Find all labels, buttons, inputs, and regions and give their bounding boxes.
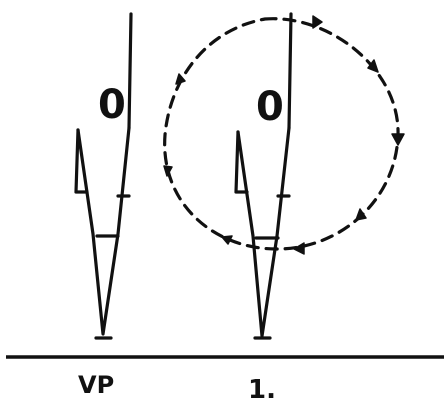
left-figure-flag <box>74 128 89 194</box>
right-figure-digit: 0 <box>256 84 284 130</box>
rotation-arrowhead-lower-left <box>221 235 233 245</box>
right-figure-outline <box>236 126 291 338</box>
left-figure: 0 <box>74 12 133 340</box>
right-figure-flag <box>234 130 249 194</box>
rotation-arrowhead-upper-right <box>367 59 379 73</box>
rotation-arrowhead-right <box>391 133 405 146</box>
left-figure-digit: 0 <box>98 82 126 128</box>
right-figure: 0 <box>234 12 293 340</box>
rotation-dashed-circle <box>163 17 400 251</box>
rotation-arrowhead-left <box>163 165 173 177</box>
left-figure-outline <box>76 126 131 336</box>
label-vp: VP <box>78 371 114 399</box>
label-step-1: 1. <box>248 375 276 400</box>
rotation-arrowhead-upper-left <box>175 73 186 85</box>
left-figure-post <box>127 12 133 130</box>
rotation-arrowhead-bottom <box>293 242 305 255</box>
right-figure-post <box>287 12 293 130</box>
rotation-arrowhead-lower-right <box>355 208 367 221</box>
rotation-arrowhead-top <box>312 15 323 29</box>
rotation-arrows-icon <box>163 15 405 255</box>
